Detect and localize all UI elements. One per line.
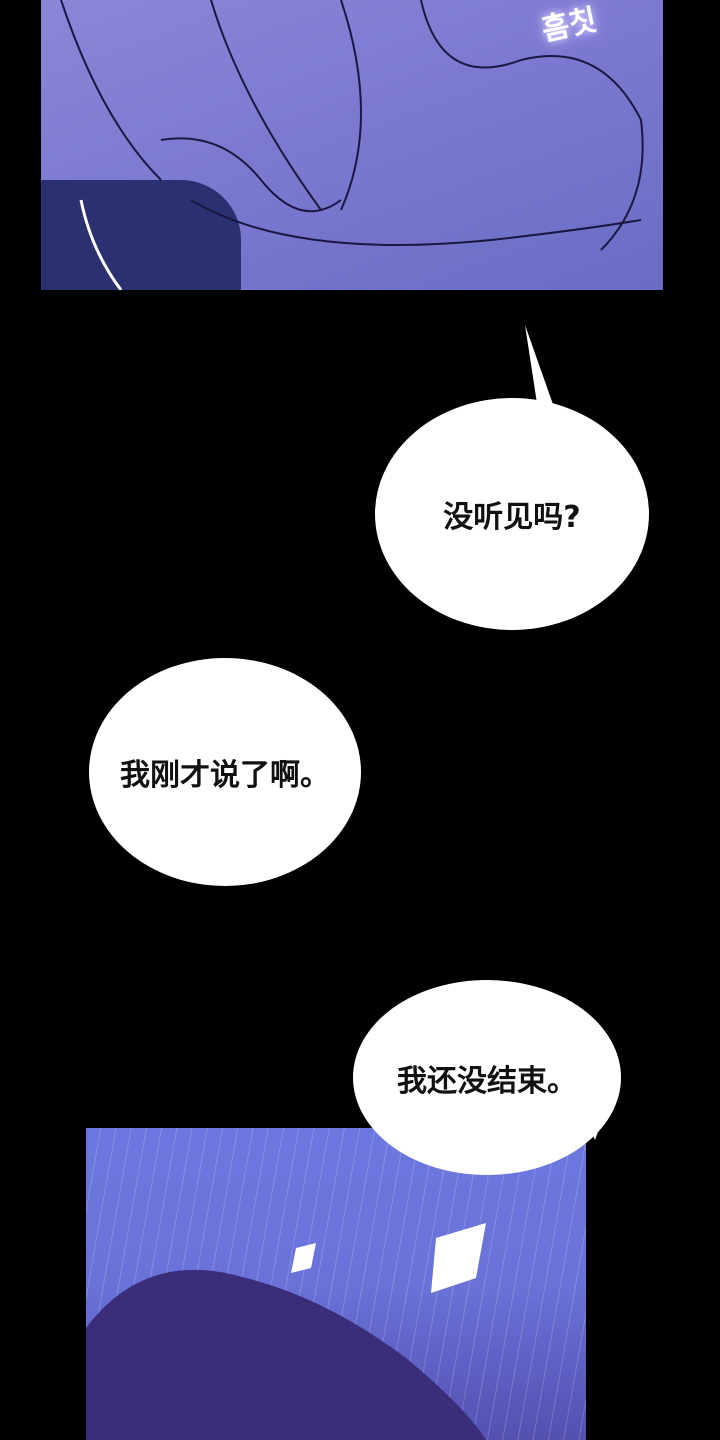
panel-shadow	[41, 180, 241, 290]
speech-bubble-3: 我还没结束。	[353, 980, 621, 1175]
speech-bubble-2: 我刚才说了啊。	[89, 658, 361, 886]
comic-panel-bottom	[86, 1128, 586, 1440]
speech-bubble-text: 没听见吗?	[443, 500, 581, 535]
bubble-tail	[575, 1090, 613, 1140]
bubble-tail	[525, 325, 555, 410]
comic-panel-top: 흠칫	[41, 0, 663, 290]
speech-bubble-text: 我刚才说了啊。	[120, 758, 330, 793]
panel-lineart	[60, 0, 644, 290]
speech-bubble-text: 我还没结束。	[397, 1063, 577, 1099]
panel-lineart	[86, 1223, 486, 1440]
speech-bubble-1: 没听见吗?	[375, 398, 649, 630]
